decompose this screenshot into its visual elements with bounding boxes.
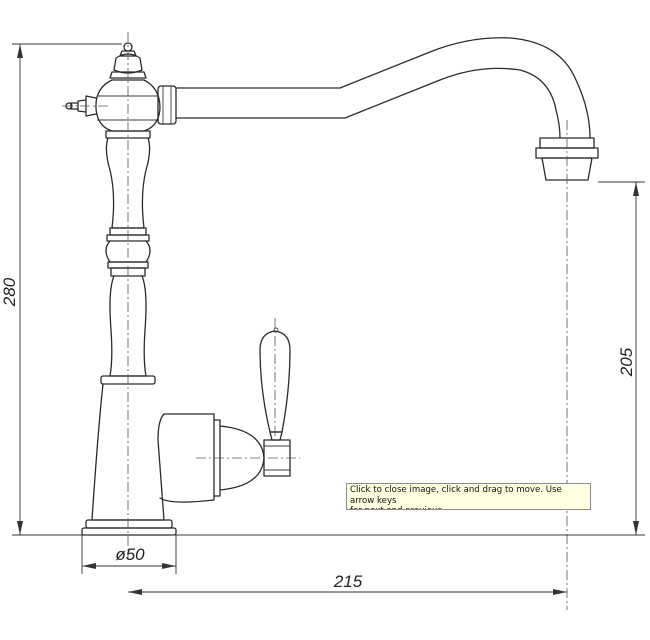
- dimension-label-diameter-50: ø50: [115, 545, 145, 564]
- faucet-body: [65, 42, 291, 536]
- dimension-base-diameter: [81, 535, 177, 574]
- dimension-height-total: [12, 43, 122, 536]
- dimension-label-280: 280: [0, 277, 19, 307]
- dimension-label-215: 215: [333, 572, 363, 591]
- faucet-spout: [157, 37, 599, 181]
- image-viewer-tooltip: Click to close image, click and drag to …: [346, 483, 591, 510]
- dimension-spout-reach: [128, 589, 567, 595]
- dimension-label-205: 205: [617, 347, 636, 377]
- center-lines: [62, 32, 568, 610]
